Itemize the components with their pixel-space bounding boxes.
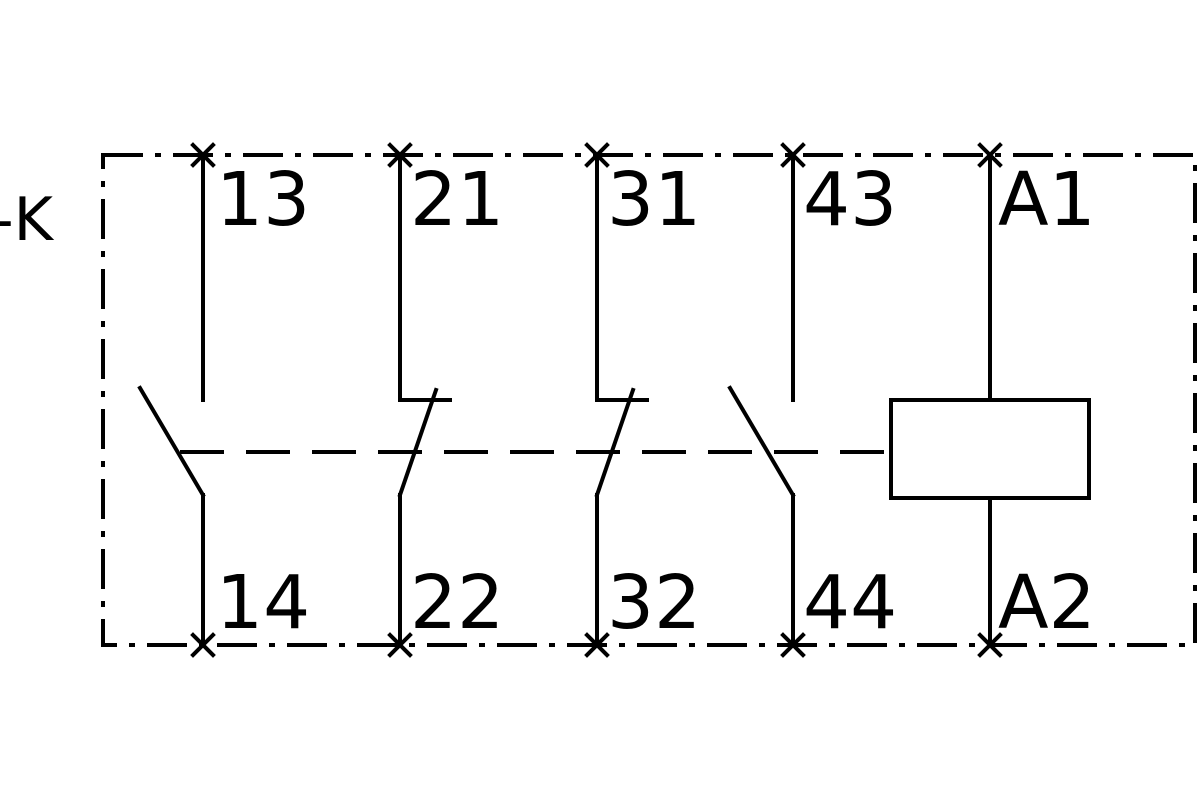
device-tag: -K — [0, 185, 55, 255]
terminal-cross-22 — [387, 632, 413, 658]
terminal-cross-31 — [584, 142, 610, 168]
coil-box — [889, 398, 1091, 500]
contact-no-13-14 — [137, 142, 216, 658]
enclosure-border — [101, 153, 1197, 647]
terminal-cross-21 — [387, 142, 413, 168]
terminal-label-14: 14 — [216, 560, 310, 646]
terminal-cross-a2 — [977, 632, 1003, 658]
terminal-cross-a1 — [977, 142, 1003, 168]
contact-nc-31-32 — [584, 142, 649, 658]
contact-no-43-44 — [727, 142, 806, 658]
terminal-label-44: 44 — [803, 560, 897, 646]
terminal-cross-32 — [584, 632, 610, 658]
contact-nc-21-22 — [387, 142, 452, 658]
terminal-label-13: 13 — [216, 157, 310, 243]
terminal-label-43: 43 — [803, 157, 897, 243]
terminal-label-a1: A1 — [998, 157, 1096, 243]
terminal-cross-14 — [190, 632, 216, 658]
terminal-cross-13 — [190, 142, 216, 168]
coil-a1-a2 — [889, 142, 1091, 658]
terminal-label-31: 31 — [607, 157, 701, 243]
terminal-label-22: 22 — [410, 560, 504, 646]
terminal-label-a2: A2 — [998, 560, 1096, 646]
terminal-label-32: 32 — [607, 560, 701, 646]
terminal-label-21: 21 — [410, 157, 504, 243]
terminal-cross-43 — [780, 142, 806, 168]
terminal-cross-44 — [780, 632, 806, 658]
